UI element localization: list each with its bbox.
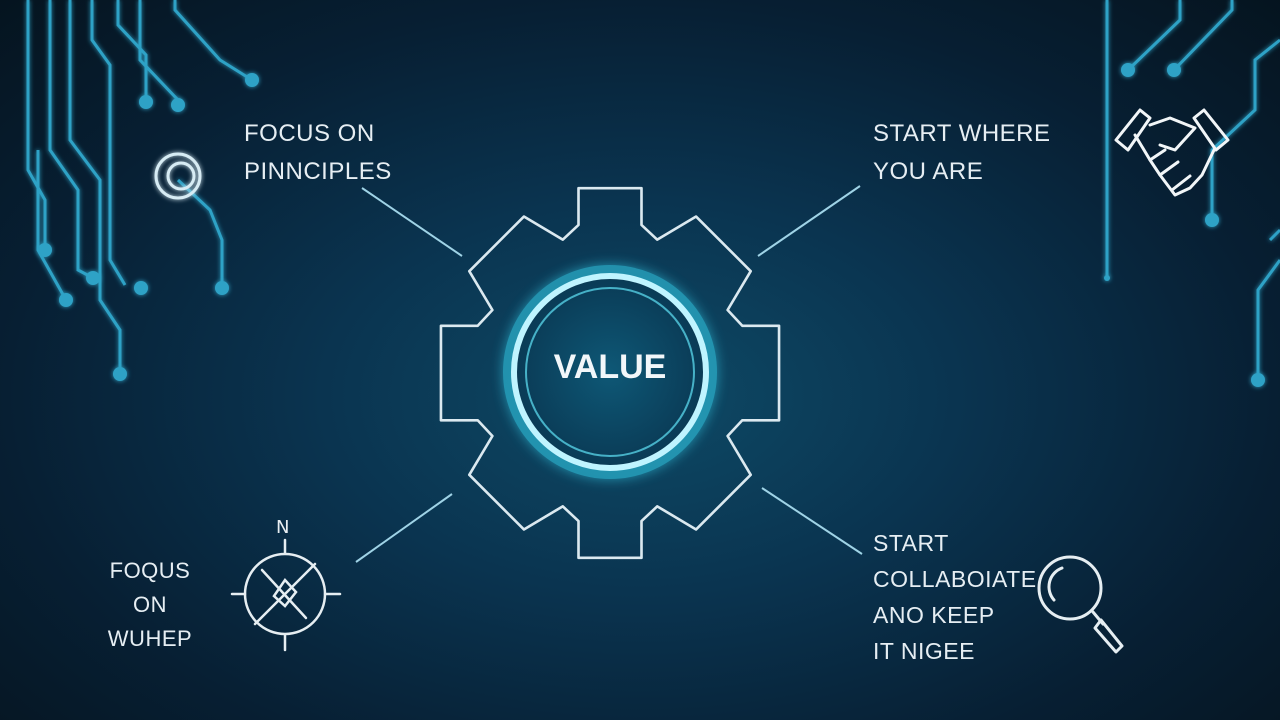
magnifier-icon	[1037, 555, 1124, 654]
principle-bottom-right: START COLLABOIATE ANO KEEP IT NIGEE	[873, 530, 1037, 664]
compass-icon	[230, 538, 342, 652]
center-value-label: VALUE	[553, 348, 667, 386]
circuit-nodes-left	[38, 73, 259, 381]
circuit-lines-right	[1105, 0, 1280, 380]
connector-lines	[355, 185, 863, 563]
circuit-nodes-right	[1104, 63, 1265, 387]
principle-top-left: FOCUS ON PINNCIPLES	[244, 120, 392, 185]
value-inner-ring	[525, 287, 695, 457]
gear-icon	[439, 186, 781, 560]
target-icon	[154, 152, 202, 200]
gear-outline	[439, 186, 781, 560]
handshake-icon	[1114, 108, 1230, 197]
principle-bottom-left: FOQUS ON WUHEP	[107, 558, 193, 651]
circuit-lines-left	[26, 0, 253, 372]
value-ring-glow	[503, 265, 717, 479]
compass-north-label: N	[276, 517, 290, 538]
value-ring	[511, 273, 709, 471]
principle-top-right: START WHERE YOU ARE	[873, 120, 1051, 185]
